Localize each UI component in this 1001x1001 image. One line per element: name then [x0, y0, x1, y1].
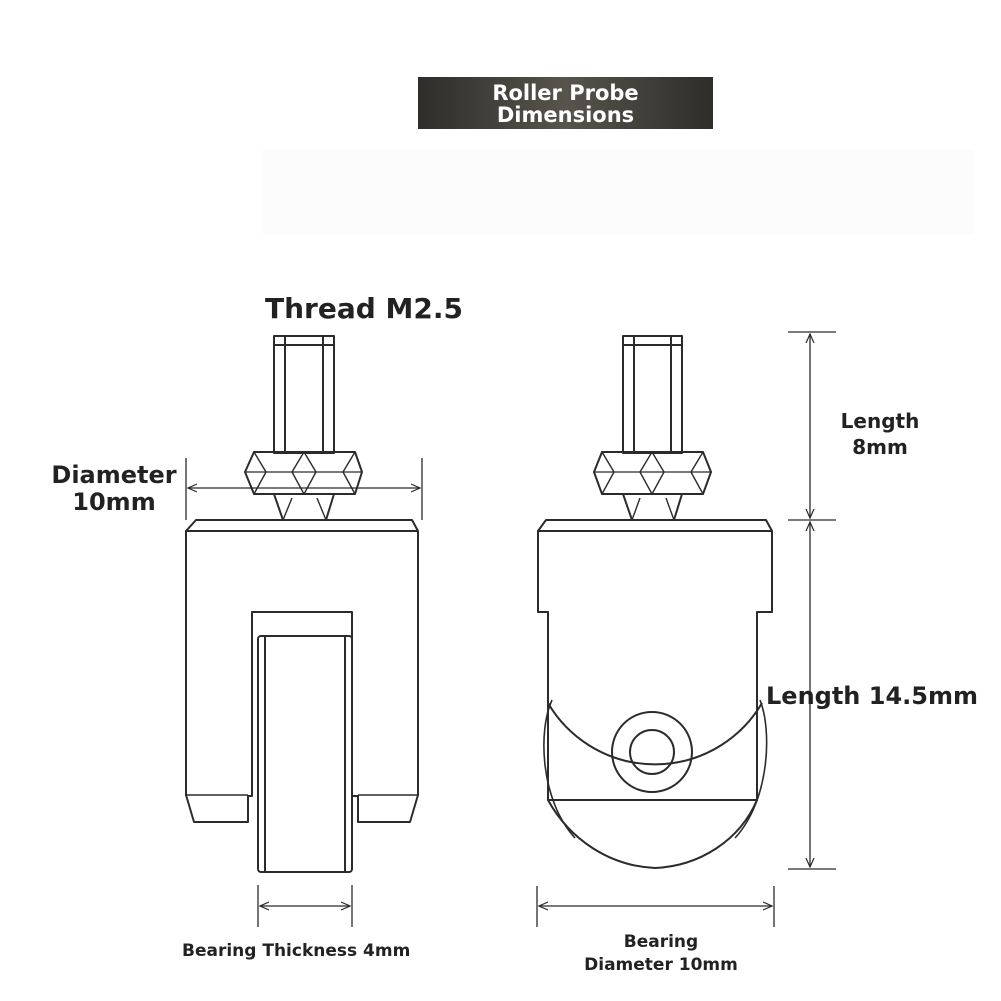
thread-label: Thread M2.5	[265, 292, 463, 325]
front-view	[185, 335, 419, 873]
dimension-lines	[185, 331, 836, 927]
diameter-label-line-2: 10mm	[72, 488, 156, 516]
length-8mm-label-line-2: 8mm	[852, 435, 908, 459]
bearing-diameter-label-line-1: Bearing	[623, 932, 699, 952]
side-body	[537, 519, 773, 869]
side-hex-nut	[593, 451, 712, 495]
front-bearing	[257, 635, 353, 873]
diameter-label-line-1: Diameter	[51, 461, 177, 489]
title-line-2: Dimensions	[496, 103, 635, 127]
front-thread-stud	[273, 335, 335, 454]
background-band	[262, 150, 974, 234]
bearing-diameter-label-line-2: Diameter 10mm	[584, 955, 738, 975]
front-fork-body	[185, 519, 419, 823]
title-banner: Roller Probe Dimensions	[418, 77, 713, 129]
diameter-label: Diameter 10mm	[44, 462, 184, 516]
side-axle-hole	[611, 711, 693, 793]
side-view	[537, 335, 773, 869]
bearing-diameter-label: Bearing Diameter 10mm	[576, 931, 746, 977]
side-bearing-circle	[547, 702, 763, 766]
length-14-5mm-label: Length 14.5mm	[766, 682, 978, 710]
bearing-thickness-label: Bearing Thickness 4mm	[182, 941, 411, 961]
side-thread-stud	[622, 335, 683, 454]
length-8mm-label-line-1: Length	[840, 409, 920, 433]
side-taper	[622, 493, 683, 521]
title-line-1: Roller Probe	[492, 81, 639, 105]
length-8mm-label: Length 8mm	[830, 408, 930, 460]
front-taper	[273, 493, 335, 521]
